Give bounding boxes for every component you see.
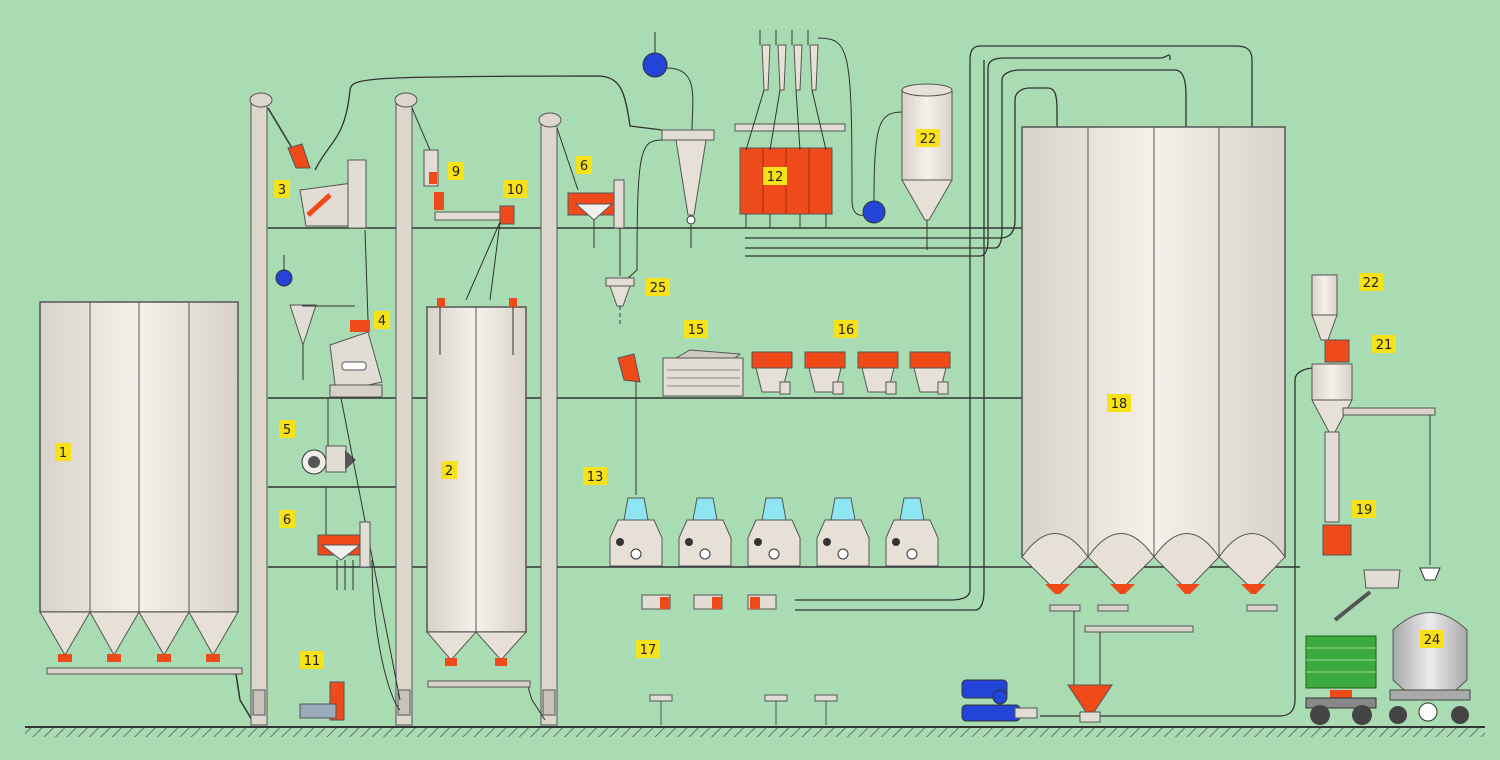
- label-22-right: 22: [1363, 276, 1380, 291]
- label-18: 18: [1111, 397, 1128, 412]
- label-10: 10: [507, 183, 524, 198]
- equipment-labels: 1 2 3 4 5 6 6 9 10 11 12 13 15 16 17 18 …: [55, 129, 1444, 669]
- label-11: 11: [304, 654, 321, 669]
- pneumatic-lines: [745, 45, 1316, 717]
- machine-24-bulk-tanker: [1389, 612, 1471, 724]
- machine-9-magnet: [411, 107, 444, 210]
- machine-11-intake-pump: [299, 681, 345, 721]
- label-25: 25: [650, 281, 667, 296]
- label-9: 9: [452, 165, 460, 180]
- label-6-upper: 6: [580, 159, 588, 174]
- raw-wheat-silos: [39, 301, 253, 721]
- machine-15-purifier: [662, 349, 744, 397]
- machine-6-lower-scale: [317, 487, 401, 711]
- machine-10-screw-conveyor: [434, 205, 515, 301]
- silo-2-tempering-bins: [425, 298, 546, 721]
- label-24: 24: [1424, 633, 1441, 648]
- label-6-lower: 6: [283, 513, 291, 528]
- machine-12-bag-filter: [734, 30, 871, 228]
- label-12: 12: [767, 170, 784, 185]
- label-17: 17: [640, 643, 657, 658]
- label-16: 16: [838, 323, 855, 338]
- machine-25-cyclone: [605, 277, 641, 495]
- label-15: 15: [688, 323, 705, 338]
- label-2: 2: [445, 464, 453, 479]
- machine-13-roller-mills: [609, 497, 939, 567]
- machine-4-intensive-scourer: [275, 229, 383, 398]
- ground: [25, 726, 1485, 737]
- label-4: 4: [378, 314, 386, 329]
- blower-unit: [961, 679, 1038, 722]
- machine-18-flour-silos: [1021, 126, 1286, 723]
- label-22-top: 22: [920, 132, 937, 147]
- label-21: 21: [1376, 338, 1393, 353]
- label-1: 1: [59, 446, 67, 461]
- machine-6-upper-scale: [556, 127, 625, 276]
- machine-3-separator: [267, 75, 663, 229]
- trailer-green: [1305, 635, 1377, 725]
- machine-17-airlocks: [641, 594, 838, 725]
- machine-19-21-packing-line: [1311, 274, 1441, 622]
- label-13: 13: [587, 470, 604, 485]
- machine-16-sifters: [751, 351, 951, 395]
- label-3: 3: [278, 183, 286, 198]
- fan-cyclone-top: [625, 32, 715, 281]
- label-19: 19: [1356, 503, 1373, 518]
- bucket-elevators: [249, 92, 562, 726]
- machine-5-dampener: [301, 397, 401, 701]
- machine-22-flour-hopper: [862, 83, 953, 250]
- label-5: 5: [283, 423, 291, 438]
